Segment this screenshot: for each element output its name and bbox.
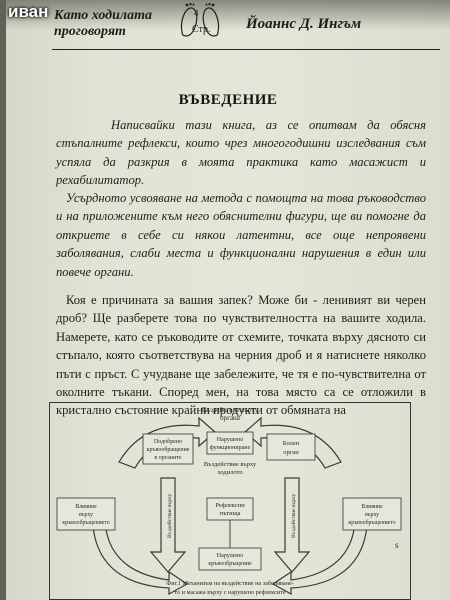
box-top (206, 431, 254, 455)
top-label-2: органа (220, 414, 241, 422)
box-far-right-2: върху (365, 512, 379, 518)
box-bottom-2: кръвообръщение (208, 560, 252, 567)
box-left (142, 433, 194, 465)
box-right (266, 433, 316, 461)
box-right-2: орган (283, 449, 299, 456)
book-page: Като ходилата проговорят 4 Стр. Йоаннс Д… (6, 0, 450, 600)
side-mark: s (395, 540, 399, 550)
box-left-2: кръвообращение (147, 446, 190, 453)
figure-diagram: Въздействие върху органа Нарушено функци… (49, 402, 411, 600)
box-top-2: функциониране (210, 444, 251, 451)
mid-label-2: ходилото (217, 469, 242, 476)
page-number: 4 (194, 8, 199, 18)
box-far-left-2: върху (79, 512, 93, 518)
arrow-inner-right (273, 477, 311, 573)
box-far-right-3: кръвообръщението (348, 519, 395, 526)
caption-line-2: то и масажа върху с нарушено рефлексите (174, 589, 286, 596)
page-shadow (6, 0, 450, 30)
arrow-bottom-right (271, 521, 368, 596)
book-title-line2: проговорят (54, 24, 126, 39)
paragraph-3: Коя е причината за вашия запек? Може би … (56, 293, 426, 418)
book-title: Като ходилата проговорят (54, 8, 152, 40)
header-rule (52, 49, 440, 50)
box-far-right-1: Влияние (361, 504, 383, 510)
book-title-line1: Като ходилата (54, 8, 152, 23)
arrow-inner-left (149, 477, 187, 573)
watermark-text: иван (8, 2, 49, 21)
box-top-1: Нарушено (217, 437, 243, 443)
top-label-1: Въздействие върху (202, 406, 259, 414)
section-title: ВЪВЕДЕНИЕ (178, 92, 278, 108)
box-center-1: Рефлексни (215, 502, 245, 509)
box-bottom (198, 547, 262, 571)
box-left-3: в органите (154, 455, 182, 461)
page-abbr: Стр. (192, 24, 211, 35)
feet-logo-icon (180, 3, 220, 37)
arrow-text-left: Въздействие върху (166, 493, 173, 538)
paragraph-1: Написвайки тази книга, аз се опитвам да … (56, 118, 426, 188)
box-far-right (342, 497, 402, 531)
mid-label-1: Въздействие върху (204, 461, 257, 468)
box-center-2: пътища (219, 510, 240, 517)
box-far-left-3: кръвообръщението (62, 519, 109, 526)
caption-line-1: Фиг.1 Механизъм на въздействие на заболя… (166, 580, 293, 587)
box-far-left (56, 497, 116, 531)
author-name: Йоаннс Д. Ингъм (246, 16, 362, 32)
box-bottom-1: Нарушено (217, 553, 243, 559)
box-left-1: Подобрено (154, 438, 182, 445)
arrow-bottom-left (92, 521, 189, 596)
box-right-1: Болен (283, 440, 300, 447)
box-far-left-1: Влияние (75, 504, 97, 510)
arrow-text-right: Въздействие върху (290, 493, 297, 538)
paragraph-2: Усърдното усвояване на метода с помощта … (56, 191, 426, 279)
